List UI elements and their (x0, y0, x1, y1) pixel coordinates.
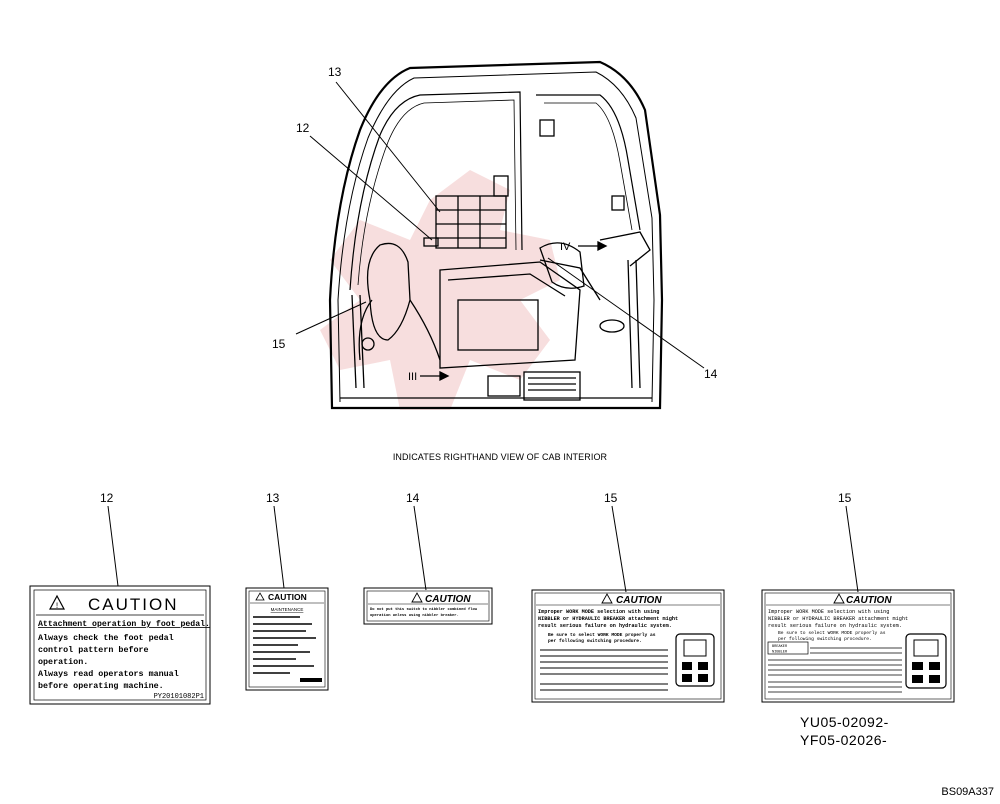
label-15b-title: CAUTION (846, 595, 892, 606)
label-number-15b: 15 (838, 491, 852, 505)
label-number-12: 12 (100, 491, 114, 505)
caution-label-12: ! CAUTION Attachment operation by foot p… (29, 585, 211, 705)
diagram-caption: INDICATES RIGHTHAND VIEW OF CAB INTERIOR (392, 452, 608, 462)
arrow-label-iii: III (408, 371, 417, 383)
cab-interior-drawing (295, 60, 705, 410)
label-12-part-no: PY20101082P1 (154, 693, 204, 701)
label-12-line-3: operation. (38, 657, 88, 667)
label-14-line-1: Do not put this switch to nibbler combin… (370, 607, 478, 612)
label-15a-line-1: Improper WORK MODE selection with using (538, 609, 659, 615)
caution-label-13: CAUTION MAINTENANCE (245, 587, 329, 691)
arrow-label-iv: IV (560, 241, 571, 253)
caution-label-15a: CAUTION Improper WORK MODE selection wit… (531, 589, 725, 703)
label-12-underlined: Attachment operation by foot pedal. (38, 619, 210, 629)
label-number-15a: 15 (604, 491, 618, 505)
caution-label-15b: CAUTION Improper WORK MODE selection wit… (761, 589, 955, 703)
part-code-1: YU05-02092- (800, 714, 889, 730)
part-code-2: YF05-02026- (800, 732, 888, 748)
label-14-line-2: operation unless using nibbler breaker. (370, 613, 459, 618)
label-15a-line-3: result serious failure on hydraulic syst… (538, 623, 672, 629)
label-15a-title: CAUTION (616, 595, 662, 606)
svg-text:!: ! (55, 602, 60, 611)
callout-15-upper: 15 (272, 337, 286, 351)
label-15b-line-4: Be sure to select WORK MODE properly as (778, 630, 886, 636)
label-leaders (107, 505, 859, 593)
callout-13-upper: 13 (328, 65, 342, 79)
label-13-subtitle: MAINTENANCE (271, 607, 304, 612)
reference-code: BS09A337 (941, 786, 994, 798)
label-12-title: CAUTION (88, 595, 179, 614)
label-15b-box-2: NIBBLER (772, 651, 788, 655)
label-15b-line-1: Improper WORK MODE selection with using (768, 609, 889, 615)
label-15b-line-3: result serious failure on hydraulic syst… (768, 623, 902, 629)
label-14-title: CAUTION (425, 594, 471, 605)
label-12-line-4: Always read operators manual (38, 669, 179, 679)
label-13-title: CAUTION (268, 592, 307, 602)
label-number-14: 14 (406, 491, 420, 505)
label-15a-line-5: per following switching procedure. (548, 638, 642, 644)
label-number-13: 13 (266, 491, 280, 505)
label-15b-line-2: NIBBLER or HYDRAULIC BREAKER attachment … (768, 616, 908, 622)
label-12-line-2: control pattern before (38, 645, 149, 655)
label-15a-line-4: Be sure to select WORK MODE properly as (548, 632, 656, 638)
label-12-line-5: before operating machine. (38, 681, 164, 691)
callout-14-upper: 14 (704, 367, 718, 381)
label-15b-box-1: BREAKER (772, 645, 788, 649)
caution-label-14: CAUTION Do not put this switch to nibble… (363, 587, 493, 625)
callout-12-upper: 12 (296, 121, 310, 135)
label-15a-line-2: NIBBLER or HYDRAULIC BREAKER attachment … (538, 616, 678, 622)
label-15b-line-5: per following switching procedure. (778, 636, 872, 642)
label-12-line-1: Always check the foot pedal (38, 633, 174, 643)
